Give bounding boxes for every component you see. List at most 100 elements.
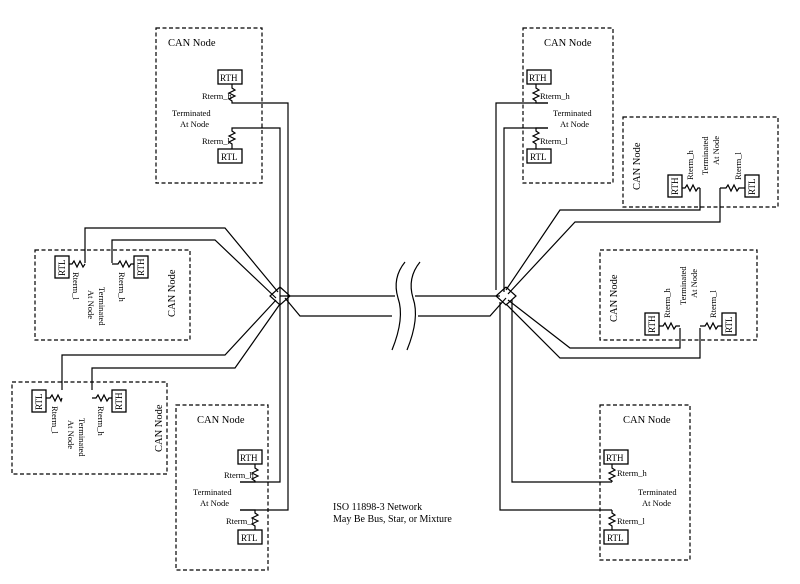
resistor-l-icon <box>607 510 617 530</box>
node-title: CAN Node <box>167 269 178 317</box>
at-node-label: At Node <box>180 119 209 129</box>
rterm-l-label: Rterm_l <box>202 136 230 146</box>
rtl-terminal <box>217 148 243 164</box>
rterm-l-label: Rterm_l <box>617 516 645 526</box>
node-title: CAN Node <box>154 404 165 452</box>
resistor-h-icon <box>92 393 112 403</box>
rterm-l-label: Rterm_l <box>226 516 254 526</box>
rth-terminal <box>603 449 629 465</box>
rth-terminal <box>667 174 683 198</box>
rth-label: RTH <box>529 73 547 83</box>
terminated-label: Terminated <box>553 108 592 118</box>
rtl-label: RTL <box>241 533 257 543</box>
rtl-label: RTL <box>34 394 44 410</box>
resistor-l-icon <box>531 127 548 149</box>
rtl-terminal <box>54 255 70 279</box>
resistor-l-icon <box>46 393 63 403</box>
rterm-h-label: Rterm_h <box>662 288 672 318</box>
can-node-left-lower: CAN Node RTL Rterm_l At Node Terminated … <box>11 381 168 475</box>
wire-node3-low <box>91 303 281 390</box>
node-border <box>175 404 269 571</box>
rtl-terminal <box>603 529 629 545</box>
node-border <box>599 249 758 341</box>
trunk-break-mark <box>391 261 406 351</box>
wire-node4-low <box>503 127 548 292</box>
node-title: CAN Node <box>197 415 245 426</box>
rterm-h-label: Rterm_h <box>685 150 695 180</box>
rth-label: RTH <box>114 392 124 410</box>
terminated-label: Terminated <box>678 266 688 305</box>
at-node-label: At Node <box>86 290 96 319</box>
rterm-l-label: Rterm_l <box>540 136 568 146</box>
rth-terminal <box>526 69 552 85</box>
rterm-l-label: Rterm_l <box>50 406 60 434</box>
can-node-right-upper: CAN Node RTH Rterm_h Terminated At Node … <box>622 116 779 208</box>
resistor-l-icon <box>240 509 260 530</box>
node-title: CAN Node <box>609 274 620 322</box>
rtl-terminal <box>526 148 552 164</box>
wire-node5-high <box>505 188 701 291</box>
wire-node1-high <box>235 102 289 511</box>
can-node-bottom-center-left: CAN Node RTH Rterm_h Terminated At Node … <box>175 404 269 571</box>
rterm-l-label: Rterm_l <box>708 290 718 318</box>
rtl-terminal <box>237 529 263 545</box>
at-node-label: At Node <box>200 498 229 508</box>
terminated-label: Terminated <box>700 136 710 175</box>
node-border <box>155 27 263 184</box>
rth-terminal <box>217 69 243 85</box>
terminated-label: Terminated <box>77 418 87 457</box>
rtl-terminal <box>31 389 47 413</box>
caption-line-1: ISO 11898-3 Network <box>333 502 422 513</box>
wire-node2-low <box>111 239 277 299</box>
terminated-label: Terminated <box>638 487 677 497</box>
rth-label: RTH <box>136 258 146 276</box>
rterm-h-label: Rterm_h <box>202 91 232 101</box>
rtl-label: RTL <box>607 533 623 543</box>
can-node-top-right: CAN Node RTH Rterm_h Terminated At Node … <box>522 27 614 184</box>
resistor-l-icon <box>700 321 722 331</box>
at-node-label: At Node <box>689 269 699 298</box>
resistor-h-icon <box>682 183 700 193</box>
resistor-h-icon <box>227 84 237 104</box>
right-hub <box>495 286 517 306</box>
node-title: CAN Node <box>168 38 216 49</box>
rterm-l-label: Rterm_l <box>733 152 743 180</box>
wire-node7-low <box>499 302 612 511</box>
rth-label: RTH <box>220 73 238 83</box>
rterm-h-label: Rterm_h <box>617 468 647 478</box>
wire-node4-high <box>495 102 548 290</box>
rth-label: RTH <box>240 453 258 463</box>
node-border <box>34 249 191 341</box>
rterm-h-label: Rterm_h <box>117 272 127 302</box>
resistor-h-icon <box>531 84 548 104</box>
terminated-label: Terminated <box>172 108 211 118</box>
trunk-wire-low <box>284 297 392 317</box>
rtl-label: RTL <box>57 260 67 276</box>
at-node-label: At Node <box>642 498 671 508</box>
rtl-label: RTL <box>747 179 757 195</box>
wire-node7-high <box>511 300 612 483</box>
trunk-break-mark <box>406 261 421 351</box>
rtl-terminal <box>721 312 737 336</box>
rterm-h-label: Rterm_h <box>224 470 254 480</box>
resistor-h-icon <box>112 259 134 269</box>
node-title: CAN Node <box>544 38 592 49</box>
trunk-wire-low-right <box>418 297 507 317</box>
resistor-l-icon <box>227 127 237 149</box>
at-node-label: At Node <box>66 420 76 449</box>
resistor-h-icon <box>240 464 260 483</box>
wire-node6-low <box>505 303 701 359</box>
wire-node3-high <box>61 299 277 390</box>
can-node-right-middle: CAN Node RTH Rterm_h Terminated At Node … <box>599 249 758 341</box>
terminated-label: Terminated <box>97 287 107 326</box>
can-node-bottom-right: CAN Node RTH Rterm_h Terminated At Node … <box>599 404 691 561</box>
rtl-terminal <box>744 174 760 198</box>
wire-node6-high <box>507 299 681 349</box>
node-border <box>622 116 779 208</box>
rterm-l-label: Rterm_l <box>71 272 81 300</box>
resistor-l-icon <box>69 259 86 269</box>
at-node-label: At Node <box>711 136 721 165</box>
wire-node2-high <box>84 227 279 293</box>
network-caption: ISO 11898-3 Network May Be Bus, Star, or… <box>333 502 452 525</box>
